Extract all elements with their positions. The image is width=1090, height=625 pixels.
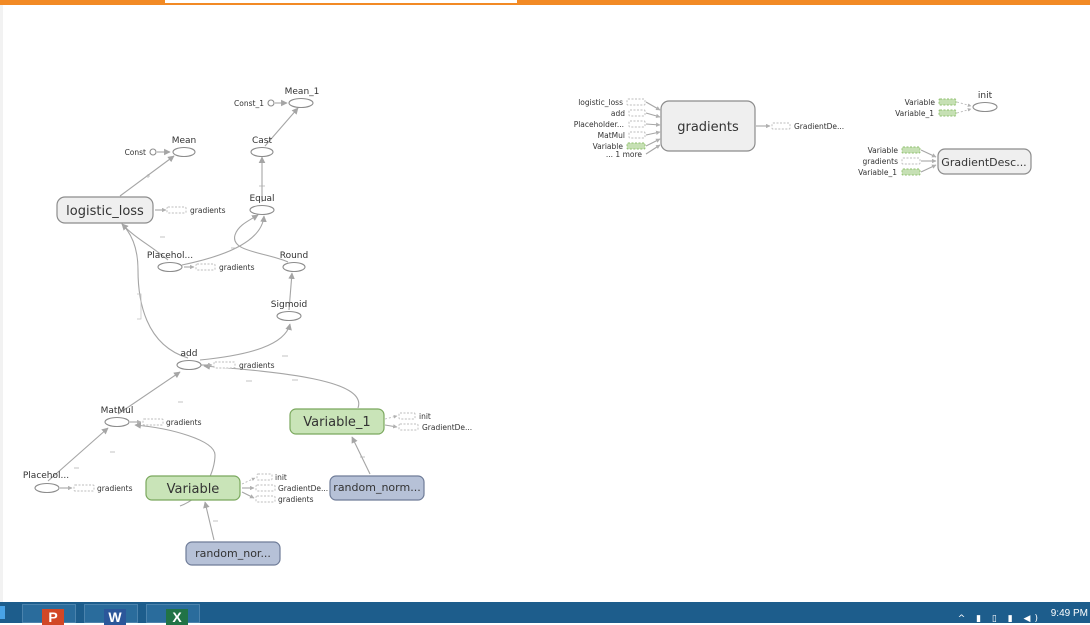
svg-text:Variable: Variable	[868, 146, 899, 155]
ref-gradients-add[interactable]: gradients	[213, 361, 275, 370]
svg-text:GradientDe...: GradientDe...	[422, 423, 472, 432]
node-mean-1[interactable]: Mean_1	[285, 87, 320, 109]
svg-text:logistic_loss: logistic_loss	[578, 98, 623, 107]
node-gradients[interactable]: gradients	[660, 100, 756, 152]
powerpoint-icon: P	[42, 609, 64, 625]
system-tray-icons[interactable]: ^ ▮ ▯ ▮ ◀)	[957, 614, 1042, 624]
svg-text:init: init	[275, 473, 287, 482]
node-add[interactable]: add	[176, 349, 202, 371]
start-edge-icon[interactable]	[0, 606, 5, 619]
init-input-list: Variable Variable_1	[895, 98, 972, 118]
svg-text:... 1 more: ... 1 more	[606, 150, 643, 159]
node-random-normal-right[interactable]: random_norm...	[329, 475, 425, 501]
gradients-input-edges	[645, 101, 771, 155]
node-random-normal-bottom[interactable]: random_nor...	[185, 541, 281, 566]
svg-text:add: add	[611, 109, 625, 118]
powerpoint-taskbar-button[interactable]: P	[22, 604, 76, 625]
ref-gradient-descent-variable[interactable]: GradientDe...	[255, 484, 328, 493]
left-edge-divider	[0, 5, 3, 602]
node-gradient-descent[interactable]: GradientDesc...	[937, 148, 1032, 175]
svg-text:gradients: gradients	[166, 418, 202, 427]
svg-text:Variable_1: Variable_1	[895, 109, 934, 118]
svg-text:GradientDe...: GradientDe...	[794, 122, 844, 131]
windows-taskbar: P W X ^ ▮ ▯ ▮ ◀) 9:49 PM	[0, 602, 1090, 625]
svg-text:gradients: gradients	[97, 484, 133, 493]
tensorflow-graph[interactable]: Mean_1 Const_1 Mean Const Cast Equal Pla…	[0, 0, 1090, 602]
active-tab-indicator	[165, 0, 517, 3]
node-variable[interactable]: Variable	[145, 475, 241, 501]
svg-text:Mean_1: Mean_1	[285, 87, 320, 97]
svg-text:MatMul: MatMul	[598, 131, 625, 140]
ref-gradients-placeholder-bottom[interactable]: gradients	[73, 484, 133, 493]
gradient-descent-input-list: Variable gradients Variable_1	[858, 146, 937, 177]
ref-gradients-matmul[interactable]: gradients	[142, 418, 202, 427]
svg-text:gradients: gradients	[190, 206, 226, 215]
svg-text:gradients: gradients	[677, 120, 739, 135]
svg-text:Variable: Variable	[167, 482, 220, 497]
svg-text:Sigmoid: Sigmoid	[271, 300, 307, 310]
svg-text:Placehol...: Placehol...	[23, 471, 69, 481]
svg-text:Const_1: Const_1	[234, 99, 264, 108]
ref-gradient-descent-gradients[interactable]: GradientDe...	[771, 122, 844, 131]
word-taskbar-button[interactable]: W	[84, 604, 138, 625]
svg-text:Equal: Equal	[249, 194, 274, 204]
excel-taskbar-button[interactable]: X	[146, 604, 200, 625]
graph-edges	[47, 99, 398, 541]
node-equal[interactable]: Equal	[249, 194, 275, 216]
node-sigmoid[interactable]: Sigmoid	[271, 300, 307, 322]
node-const[interactable]: Const	[125, 148, 157, 157]
svg-text:Placeholder...: Placeholder...	[574, 120, 624, 129]
svg-text:Cast: Cast	[252, 136, 272, 146]
svg-text:init: init	[419, 412, 431, 421]
svg-text:gradients: gradients	[239, 361, 275, 370]
node-placeholder-top[interactable]: Placehol...	[147, 251, 193, 273]
svg-text:gradients: gradients	[862, 157, 898, 166]
svg-text:Variable: Variable	[905, 98, 936, 107]
svg-text:add: add	[181, 349, 198, 359]
svg-text:Const: Const	[125, 148, 146, 157]
node-logistic-loss[interactable]: logistic_loss	[56, 196, 154, 224]
svg-text:gradients: gradients	[278, 495, 314, 504]
svg-text:init: init	[978, 91, 993, 101]
gradients-input-list: logistic_loss add Placeholder... MatMul …	[574, 98, 646, 159]
ref-init-variable[interactable]: init	[256, 473, 287, 482]
ref-gradient-descent-variable-1[interactable]: GradientDe...	[398, 423, 472, 432]
svg-text:GradientDesc...: GradientDesc...	[941, 156, 1026, 169]
taskbar-clock[interactable]: 9:49 PM	[1050, 608, 1088, 619]
node-const-1[interactable]: Const_1	[234, 99, 275, 108]
svg-text:random_norm...: random_norm...	[333, 481, 420, 494]
ref-gradients-logistic-loss[interactable]: gradients	[166, 206, 226, 215]
svg-text:Variable: Variable	[593, 142, 624, 151]
node-variable-1[interactable]: Variable_1	[289, 408, 385, 435]
ref-init-variable-1[interactable]: init	[398, 412, 431, 421]
svg-text:Variable_1: Variable_1	[303, 415, 370, 430]
ref-gradients-placeholder-top[interactable]: gradients	[195, 263, 255, 272]
browser-top-bar	[0, 0, 1090, 5]
svg-text:GradientDe...: GradientDe...	[278, 484, 328, 493]
node-round[interactable]: Round	[280, 251, 308, 273]
node-placeholder-bottom[interactable]: Placehol...	[23, 471, 69, 494]
svg-text:gradients: gradients	[219, 263, 255, 272]
excel-icon: X	[166, 609, 188, 625]
svg-text:Mean: Mean	[172, 136, 197, 146]
svg-text:random_nor...: random_nor...	[195, 547, 271, 560]
svg-text:Variable_1: Variable_1	[858, 168, 897, 177]
svg-text:MatMul: MatMul	[101, 406, 134, 416]
node-matmul[interactable]: MatMul	[101, 406, 134, 428]
node-mean[interactable]: Mean	[172, 136, 197, 158]
word-icon: W	[104, 609, 126, 625]
ref-gradients-variable[interactable]: gradients	[255, 495, 314, 504]
node-init[interactable]: init	[972, 91, 998, 113]
svg-text:Round: Round	[280, 251, 308, 261]
svg-text:Placehol...: Placehol...	[147, 251, 193, 261]
svg-text:logistic_loss: logistic_loss	[66, 204, 144, 219]
node-cast[interactable]: Cast	[250, 136, 274, 158]
